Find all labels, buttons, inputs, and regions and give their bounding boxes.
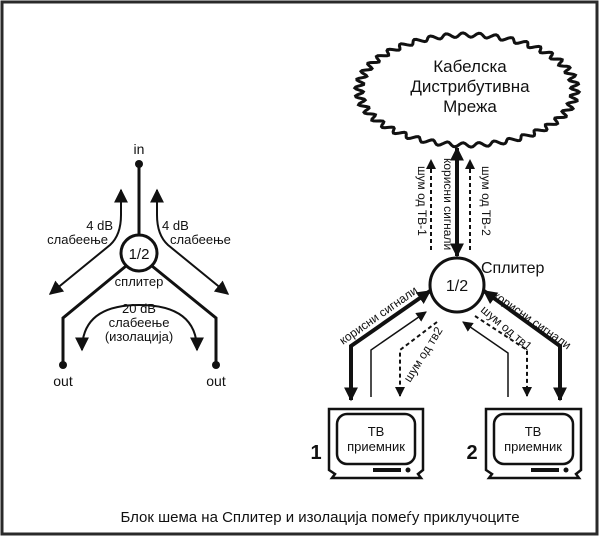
- right-network-diagram: Кабелска Дистрибутивна Мрежа корисни сиг…: [310, 31, 583, 480]
- isolation-value: 20 dB: [122, 301, 156, 316]
- left-splitter-ratio: 1/2: [129, 246, 150, 263]
- tv2-control-panel: [531, 468, 559, 472]
- tv1-knob-icon: [405, 467, 411, 473]
- left-loss-word: слабеење: [47, 232, 108, 247]
- output-left-label: out: [53, 373, 73, 389]
- useful-signals-main: корисни сигнали: [441, 158, 455, 250]
- tv1-control-panel: [373, 468, 401, 472]
- output-right-label: out: [206, 373, 226, 389]
- input-label: in: [134, 141, 145, 157]
- right-splitter-label: Сплитер: [481, 260, 545, 277]
- network-cloud: [352, 31, 582, 149]
- left-loss-arrow: [48, 188, 128, 295]
- right-splitter-circle: [428, 256, 486, 314]
- left-splitter-label: сплитер: [115, 274, 164, 289]
- tv1-line2: приемник: [347, 439, 405, 454]
- network-line2: Дистрибутивна: [410, 77, 530, 96]
- diagram-caption: Блок шема на Сплитер и изолација помеѓу …: [120, 509, 519, 526]
- noise-tv2-up: шум од ТВ-2: [479, 166, 493, 236]
- left-splitter-diagram: in 1/2 сплитер out out 4 dB слабеење 4 d…: [47, 141, 231, 389]
- isolation-note: (изолација): [105, 329, 173, 344]
- right-splitter-ratio: 1/2: [446, 278, 468, 295]
- noise-tv2-down-arrow: [395, 321, 438, 397]
- right-loss-arrow: [150, 188, 230, 295]
- tv2-line1: ТВ: [525, 424, 542, 439]
- tv2-number: 2: [466, 442, 477, 464]
- network-line3: Мрежа: [443, 97, 497, 116]
- output-left-port: [59, 361, 67, 369]
- tv-receiver-2: ТВ приемник 2: [466, 407, 583, 480]
- tv-receiver-1: ТВ приемник 1: [310, 407, 425, 480]
- network-line1: Кабелска: [433, 57, 507, 76]
- tv1-screen: [335, 412, 417, 466]
- tv1-line1: ТВ: [368, 424, 385, 439]
- output-right-port: [212, 361, 220, 369]
- tv2-line2: приемник: [504, 439, 562, 454]
- useful-signals-left: корисни сигнали: [337, 283, 421, 347]
- useful-signals-left-link: [344, 289, 432, 402]
- right-loss-word: слабеење: [170, 232, 231, 247]
- isolation-arrow: [75, 303, 204, 352]
- noise-tv2-to-splitter: [462, 321, 509, 397]
- tv1-number: 1: [310, 442, 321, 464]
- noise-tv1-down-arrow: [474, 315, 532, 397]
- useful-signals-right-link: [482, 289, 567, 402]
- right-loss-value: 4 dB: [162, 218, 189, 233]
- tv2-knob-icon: [563, 467, 569, 473]
- isolation-word: слабеење: [109, 315, 170, 330]
- left-loss-value: 4 dB: [86, 218, 113, 233]
- noise-tv1-to-splitter: [370, 311, 427, 397]
- noise-tv1-up: шум од ТВ-1: [415, 166, 429, 236]
- tv2-screen: [492, 412, 575, 466]
